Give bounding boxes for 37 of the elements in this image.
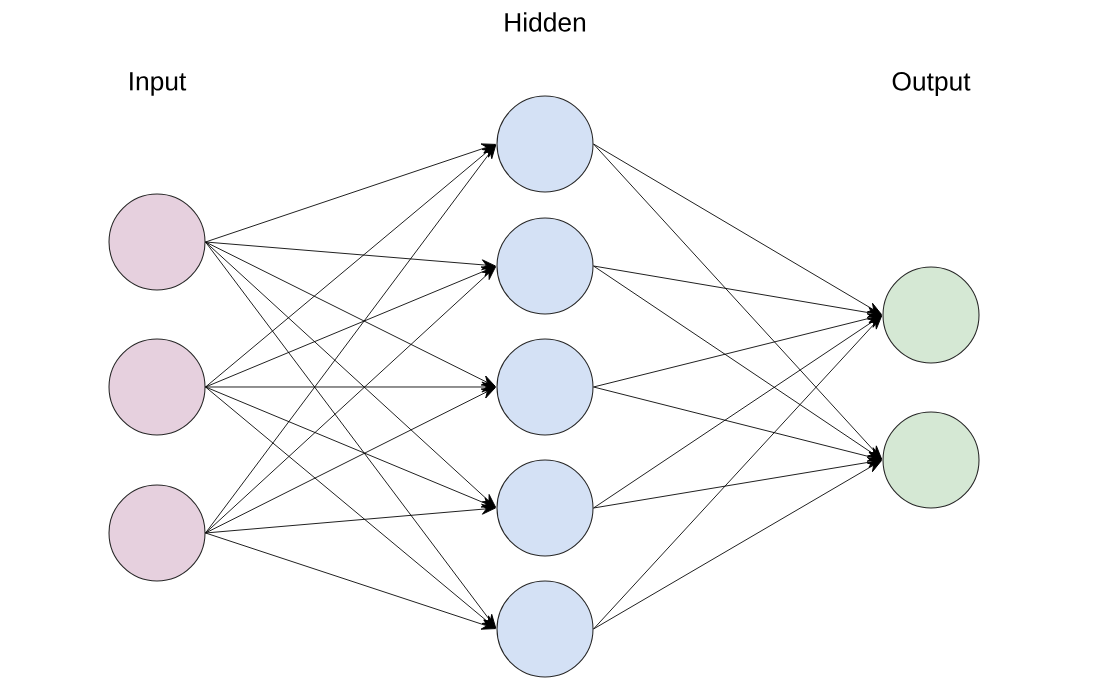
arrow bbox=[593, 143, 882, 315]
neuron-circle bbox=[496, 459, 594, 557]
arrow bbox=[205, 387, 496, 534]
arrow bbox=[205, 381, 496, 393]
arrow bbox=[205, 532, 496, 630]
arrow bbox=[593, 386, 882, 462]
arrow bbox=[205, 386, 496, 629]
neuron-circle bbox=[496, 580, 594, 678]
neuron-circle bbox=[882, 266, 980, 364]
layer-label: Output bbox=[892, 72, 971, 96]
arrow bbox=[205, 144, 496, 388]
arrow bbox=[593, 315, 883, 630]
arrow bbox=[205, 266, 496, 388]
arrow bbox=[593, 265, 882, 460]
arrow bbox=[593, 313, 882, 388]
neuron-circle bbox=[108, 338, 206, 436]
layer-label: Input bbox=[130, 72, 187, 96]
arrow bbox=[593, 457, 882, 509]
neuron-circle bbox=[496, 95, 594, 193]
layer-label: Hidden bbox=[505, 12, 586, 32]
neuron-circle bbox=[496, 338, 594, 436]
arrow bbox=[593, 143, 883, 460]
arrow bbox=[205, 503, 496, 534]
arrow bbox=[205, 386, 496, 508]
arrow bbox=[205, 241, 496, 508]
neuron-circle bbox=[496, 217, 594, 315]
neuron-circle bbox=[108, 484, 206, 582]
neuron-circle bbox=[882, 411, 980, 509]
arrow bbox=[205, 241, 496, 271]
arrow bbox=[205, 241, 496, 387]
arrow bbox=[593, 460, 882, 630]
arrow bbox=[205, 241, 497, 629]
arrow bbox=[593, 265, 882, 318]
arrow bbox=[593, 315, 882, 509]
neuron-circle bbox=[108, 193, 206, 291]
arrow bbox=[205, 266, 496, 534]
arrow bbox=[205, 143, 496, 243]
